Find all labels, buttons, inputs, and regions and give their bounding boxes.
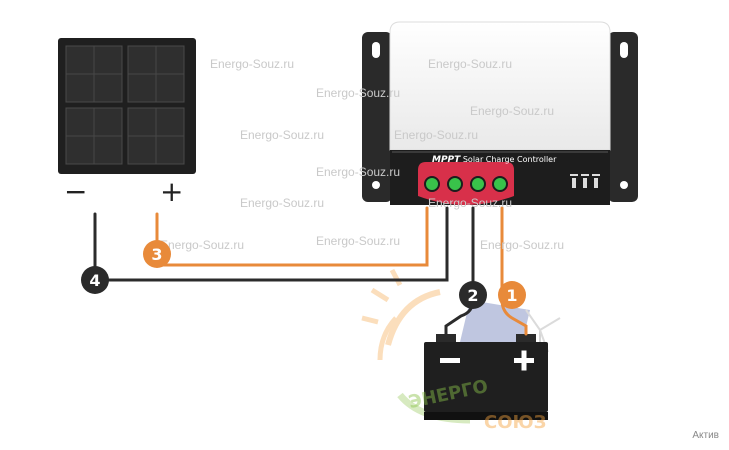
wires bbox=[93, 206, 528, 336]
panel-negative-sign: − bbox=[64, 175, 88, 208]
status-indicators bbox=[570, 174, 600, 188]
battery-plus-vertical bbox=[521, 350, 527, 371]
panel-positive-sign: + bbox=[160, 175, 184, 208]
controller-brackets bbox=[362, 32, 638, 202]
controller-label: MPPT Solar Charge Controller bbox=[432, 155, 556, 165]
battery-minus-sign bbox=[440, 358, 460, 363]
corner-text: Актив bbox=[692, 430, 719, 441]
solar-panel bbox=[58, 38, 196, 174]
terminals bbox=[424, 176, 508, 192]
battery bbox=[424, 334, 548, 420]
wire-1-badge: 1 bbox=[498, 281, 526, 309]
wire-3 bbox=[155, 206, 429, 267]
wire-4-badge: 4 bbox=[81, 266, 109, 294]
terminal-block bbox=[418, 162, 514, 205]
controller-name: Solar Charge Controller bbox=[462, 155, 557, 164]
wire-3-badge: 3 bbox=[143, 240, 171, 268]
wire-2-badge: 2 bbox=[459, 281, 487, 309]
wire-4 bbox=[93, 206, 449, 282]
logo-text-line2: СОЮЗ bbox=[484, 412, 547, 433]
controller-brand: MPPT bbox=[432, 155, 461, 165]
charge-controller bbox=[389, 21, 611, 205]
